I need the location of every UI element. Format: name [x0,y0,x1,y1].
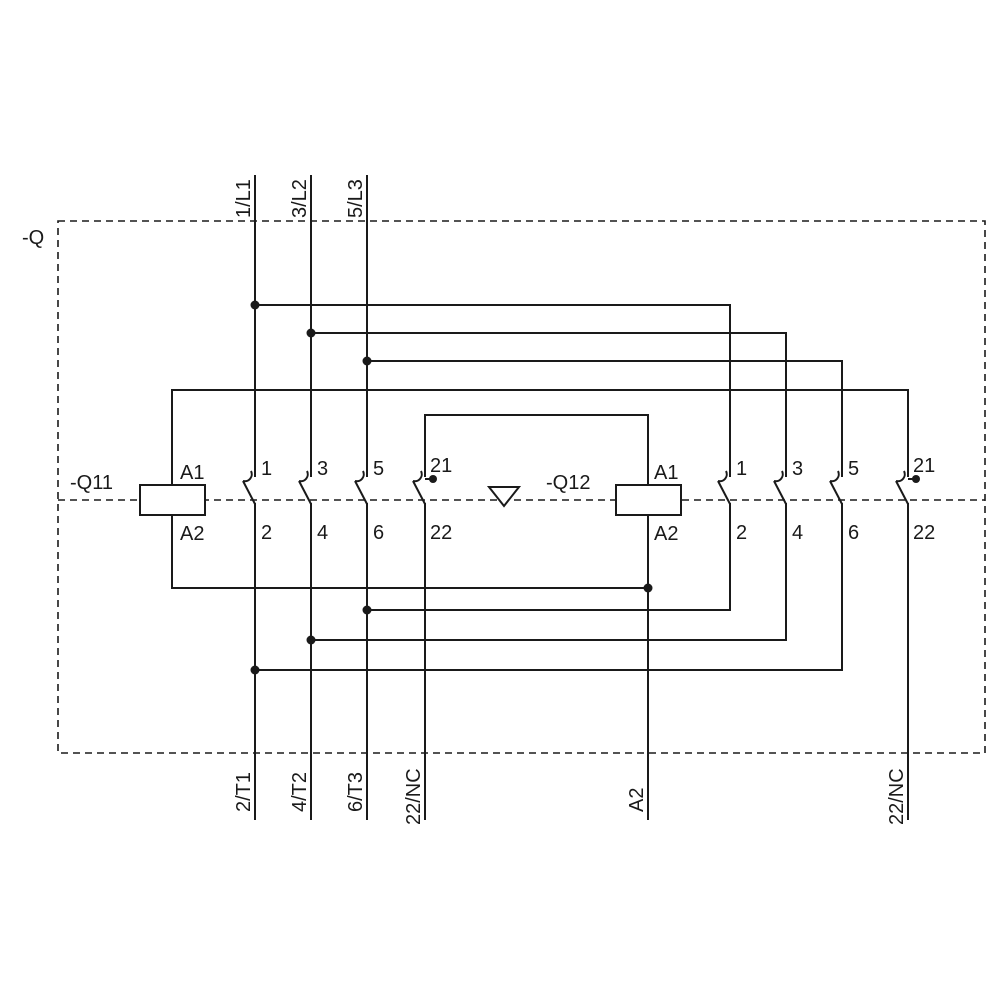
contact-blade [895,480,909,505]
contact-arc [895,470,906,483]
contact-arc [412,470,423,483]
q12-pole1-bottom-label: 2 [736,522,747,544]
assembly-label: -Q [22,227,44,249]
q12-pole1-contact [717,470,731,505]
control-terminal-label-q12-nc: 22/NC [886,768,908,825]
q11-pole1-bottom-label: 2 [261,522,272,544]
nc-contact-dot [912,475,920,483]
junction-dot-l3-top [362,356,372,366]
q12-coil-box [615,484,682,516]
wire-crossover-l3-to-q12-pole3 [367,360,843,477]
q11-designator: -Q11 [70,472,113,494]
q11-coil-box [139,484,206,516]
contact-blade [773,480,787,505]
q11-aux-21-label: 21 [430,455,452,477]
contact-arc [717,470,728,483]
mechanical-interlock-triangle-icon [486,486,522,508]
junction-dot-l1-top [250,300,260,310]
load-terminal-label-t1: 2/T1 [233,772,255,812]
junction-dot-t2-bottom [306,635,316,645]
contact-blade [717,480,731,505]
q12-coil-a2-label: A2 [654,523,678,545]
wire-q11-a1-to-q12-nc21 [171,389,909,485]
contact-blade [412,480,426,505]
junction-dot-a2-common [643,583,653,593]
assembly-boundary [57,220,986,754]
wire-q11-a2-to-common [171,515,648,589]
q12-pole3-top-label: 5 [848,458,859,480]
q12-pole2-contact [773,470,787,505]
q12-aux-22-label: 22 [913,522,935,544]
wire-crossover-l1-to-q12-pole1 [255,304,731,477]
contact-arc [354,470,365,483]
supply-terminal-label-l3: 5/L3 [345,179,367,218]
q12-pole2-bottom-label: 4 [792,522,803,544]
q11-coil-a1-label: A1 [180,462,204,484]
contact-blade [829,480,843,505]
contact-blade [298,480,312,505]
q11-pole2-bottom-label: 4 [317,522,328,544]
junction-dot-t3-bottom [362,605,372,615]
junction-dot-l2-top [306,328,316,338]
contact-arc [773,470,784,483]
contact-arc [829,470,840,483]
wire-crossover-l2-to-q12-pole2 [311,332,787,477]
wire-q11-nc21-to-q12-a1 [424,414,649,485]
control-terminal-label-a2: A2 [626,788,648,812]
nc-contact-dot [429,475,437,483]
q11-pole3-contact [354,470,368,505]
contact-blade [354,480,368,505]
q11-pole3-bottom-label: 6 [373,522,384,544]
wire-crossover-q12-pole1-to-t3 [367,503,731,611]
q11-aux-nc-contact [412,470,437,505]
supply-terminal-label-l1: 1/L1 [233,179,255,218]
contact-arc [242,470,253,483]
q12-pole3-bottom-label: 6 [848,522,859,544]
q11-coil-a2-label: A2 [180,523,204,545]
contact-blade [242,480,256,505]
q11-pole1-top-label: 1 [261,458,272,480]
junction-dot-t1-bottom [250,665,260,675]
q12-designator: -Q12 [546,472,590,494]
q11-pole3-top-label: 5 [373,458,384,480]
q11-pole2-contact [298,470,312,505]
q12-aux-21-label: 21 [913,455,935,477]
q11-aux-22-label: 22 [430,522,452,544]
control-terminal-label-q11-nc: 22/NC [403,768,425,825]
q11-pole2-top-label: 3 [317,458,328,480]
wire-crossover-q12-pole2-to-t2 [311,503,787,641]
q12-pole2-top-label: 3 [792,458,803,480]
q12-aux-nc-contact [895,470,920,505]
contact-arc [298,470,309,483]
q11-pole1-contact [242,470,256,505]
q12-coil-a1-label: A1 [654,462,678,484]
wire-crossover-q12-pole3-to-t1 [255,503,843,671]
supply-terminal-label-l2: 3/L2 [289,179,311,218]
q12-pole3-contact [829,470,843,505]
load-terminal-label-t3: 6/T3 [345,772,367,812]
load-terminal-label-t2: 4/T2 [289,772,311,812]
q12-pole1-top-label: 1 [736,458,747,480]
